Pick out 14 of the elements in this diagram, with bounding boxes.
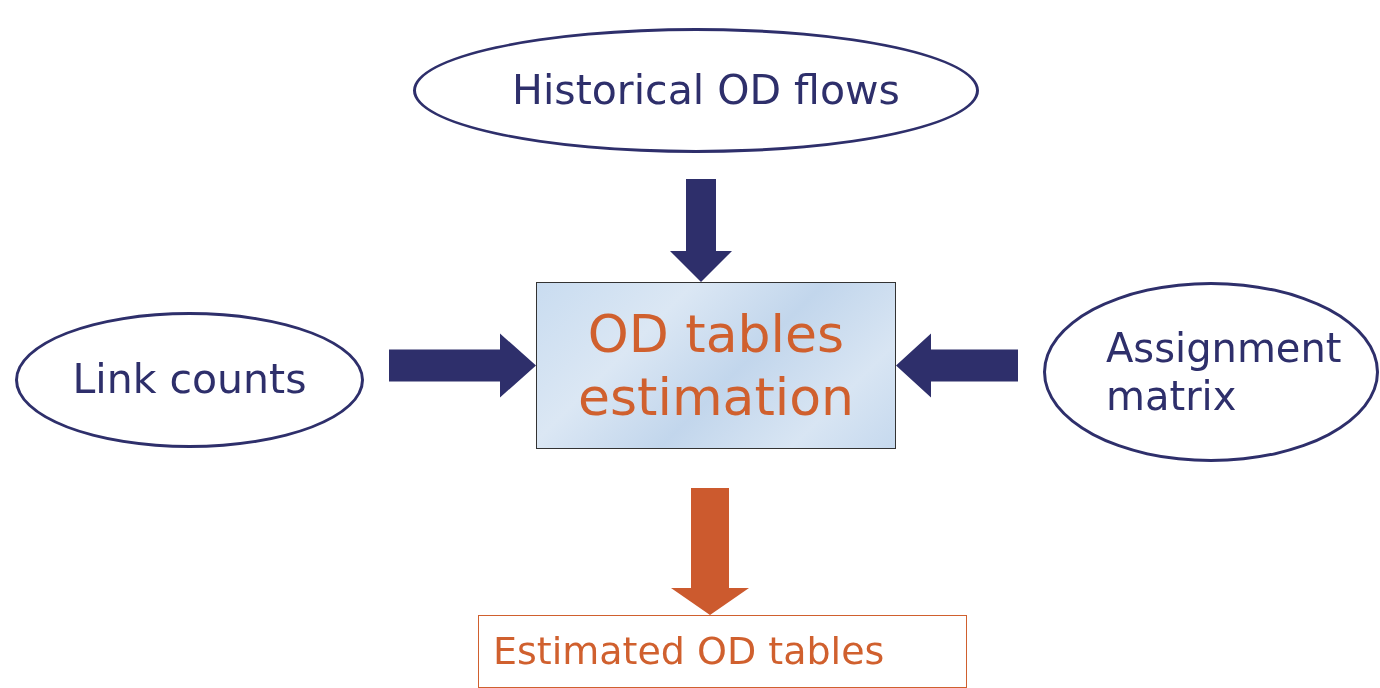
block-arrow: [670, 179, 732, 282]
process-box: [536, 282, 896, 449]
input-ellipse: [15, 312, 364, 448]
node-label: Historical OD flows: [512, 65, 900, 116]
node-label: OD tables estimation: [576, 303, 855, 428]
node-label: Link counts: [72, 355, 307, 405]
output-box: [478, 615, 967, 688]
block-arrow: [896, 333, 1018, 398]
input-ellipse: [413, 28, 979, 153]
input-ellipse: [1043, 282, 1379, 462]
block-arrow: [389, 333, 536, 398]
node-label: Estimated OD tables: [493, 628, 885, 675]
block-arrow: [671, 488, 749, 615]
node-label: Assignment matrix: [1106, 324, 1343, 420]
